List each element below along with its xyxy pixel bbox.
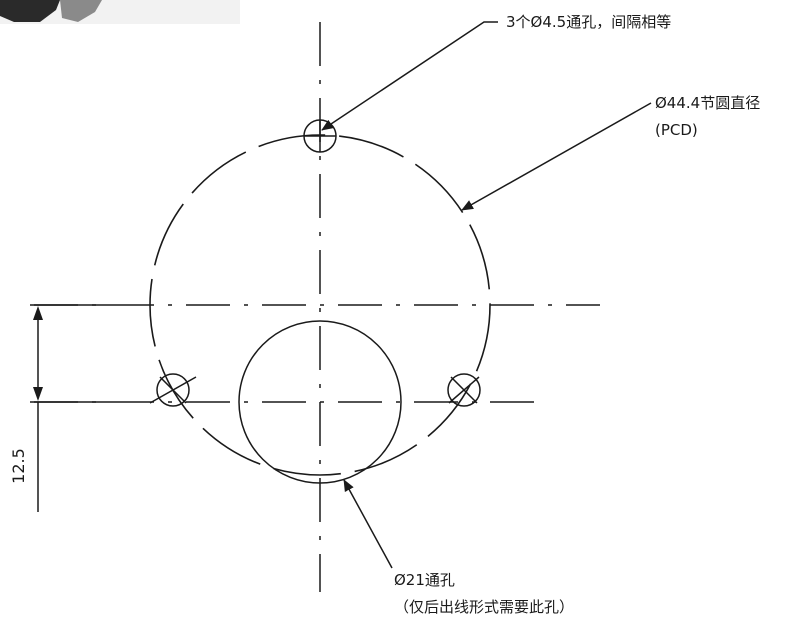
pcd-label-line2: (PCD) [655,121,698,139]
mounting-hole-left [149,373,197,407]
center-hole-leader [343,479,393,569]
holes-leader [321,21,498,131]
holes-label: 3个Ø4.5通孔，间隔相等 [506,13,671,31]
center-hole-label-line2: （仅后出线形式需要此孔） [394,598,574,616]
center-hole-label-line1: Ø21通孔 [394,571,455,589]
mounting-hole-right [447,373,481,407]
pcd-label-line1: Ø44.4节圆直径 [655,94,760,112]
center-hole [238,320,402,484]
product-photo-fragment [0,0,240,24]
pcd-leader [461,102,652,211]
dimension-label: 12.5 [9,448,28,484]
dimension-12-5 [30,304,110,512]
mounting-hole-top [303,119,337,153]
